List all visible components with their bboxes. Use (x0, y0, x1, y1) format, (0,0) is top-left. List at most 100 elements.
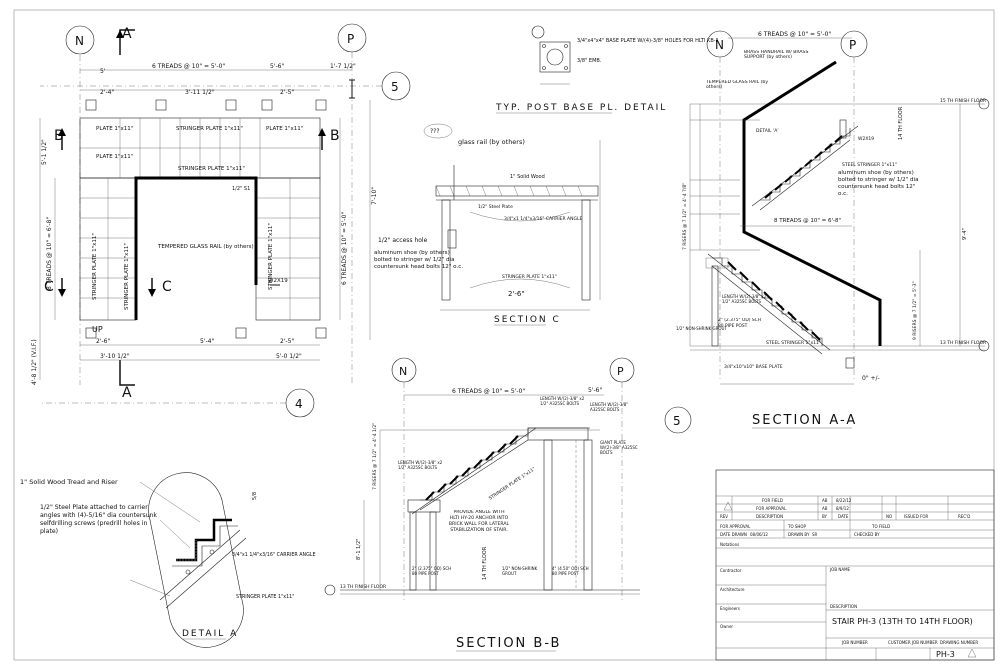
section-aa-treads-top: 6 TREADS @ 10" = 5'-0" (758, 31, 831, 38)
post-base-detail: 3/4"x4"x4" BASE PLATE W/(4)-3/8" HOLES F… (495, 25, 719, 114)
rev-row-1-desc: FOR FIELD (762, 498, 783, 503)
plan-dim-3-11: 3'-11 1/2" (185, 89, 215, 96)
tb-drawn-by-label: DRAWN BY (788, 532, 810, 537)
plan-dim-2-4: 2'-4" (100, 89, 114, 96)
section-aa-handrail (742, 60, 882, 346)
section-c-steel-plate: 1/2" Steel Plate (478, 204, 513, 210)
section-bb-stringer: STRINGER PLATE 1"x11" (488, 466, 537, 502)
rev-col-issued: ISSUED FOR (904, 514, 929, 519)
section-aa-lag-wrap: LENGTH W/(2)-3/8" x2 1/2" A325SC BOLTS (722, 294, 766, 304)
section-bb-stab-wrap: PROVIDE ANGLE WITH HLTI HY-20 ANCHOR INT… (449, 510, 509, 533)
section-c: ??? glass rail (by others) 1" Solid Wood… (374, 123, 601, 326)
section-bb-pipe2: 4" (4.50" OD) SCH 80 PIPE POST (552, 566, 589, 576)
section-c-glass-rail: glass rail (by others) (458, 138, 525, 146)
detail-a-title: DETAIL A (182, 629, 238, 639)
section-aa-floor-15: 15 TH FINISH FLOOR (940, 98, 986, 104)
section-mark-a-top: A (122, 26, 132, 42)
section-bb-floor-13: 13 TH FINISH FLOOR (340, 584, 386, 590)
section-aa-bubble-n: N (715, 38, 724, 52)
detail-a-angle: 3/4"x1 1/4"x3/16" CARRIER ANGLE (232, 552, 316, 558)
section-c-stringer: STRINGER PLATE 1"x11" (502, 274, 557, 280)
grid-bubble-p-label: P (347, 32, 354, 46)
section-bb-bolts3: LENGTH W/(2)-3/8" A325SC BOLTS (590, 402, 629, 412)
section-aa-risers-left: 7 RISERS @ 7 1/2" = 4'-4 7/8" (682, 183, 688, 250)
section-bb-pipe1: 2" (2.375" OD) SCH 80 PIPE POST (412, 566, 452, 576)
detail-a: 1" Solid Wood Tread and Riser 1/2" Steel… (20, 472, 316, 648)
section-c-wood: 1" Solid Wood (510, 174, 545, 180)
sheet-border (13, 9, 995, 661)
stair-plan: N P 5 4 A A B B C C (31, 23, 411, 418)
plan-dim-5-0: 5'-0 1/2" (276, 353, 302, 360)
detail-a-wood: 1" Solid Wood Tread and Riser (20, 478, 118, 486)
rev-row-2-date: 8/9/12 (836, 506, 849, 511)
rev-col-no: NO (886, 514, 892, 519)
section-b-b: N P 13 TH FINISH FLOOR 14 TH FLOOR 6 TRE… (324, 357, 640, 652)
section-aa-pipe-wrap: 2" (2.375" OD) SCH 80 PIPE POST (718, 318, 762, 329)
section-aa-treads-mid: 8 TREADS @ 10" = 6'-8" (774, 218, 841, 224)
section-c-carrier: 3/4"x1 1/4"x3/16" CARRIER ANGLE (504, 216, 582, 222)
tb-checked-by: CHECKED BY (854, 532, 880, 537)
tb-drawn-by: SR (812, 532, 818, 537)
section-aa-shoe-note: aluminum shoe (by others) bolted to stri… (838, 170, 919, 197)
plan-treads-right: 6 TREADS @ 10" = 5'-0" (341, 212, 348, 285)
section-c-shoe-note-wrap: aluminum shoe (by others) bolted to stri… (374, 250, 464, 270)
section-bb-bolts-wrap: LENGTH W/(2)-3/8" x2 1/2" A325SC BOLTS (398, 460, 442, 470)
plan-dim-3-10: 3'-10 1/2" (100, 353, 130, 360)
section-bb-grout-wrap: 1/2" NON-SHRINK GROUT (502, 566, 538, 576)
section-aa-grout: 1/2" NON-SHRINK GROUT (676, 326, 727, 331)
plan-w2x19: W2X19 (268, 278, 288, 284)
tb-description-label: DESCRIPTION (830, 604, 857, 609)
plan-detail-ref: 1/2" S1 (232, 186, 250, 192)
section-mark-a-bottom: A (122, 385, 132, 401)
rev-col-by: BY (822, 514, 828, 519)
tb-notations: Notations (720, 542, 739, 547)
rev-row-1-date: 8/22/12 (836, 498, 852, 503)
section-aa-handrail-note-wrap: BRASS HANDRAIL W/ BRASS SUPPORT (by othe… (744, 50, 808, 60)
plan-plate-2: PLATE 1"x11" (96, 154, 133, 160)
plan-up: UP (92, 325, 103, 334)
plan-glass-rail (134, 176, 258, 320)
section-bb-grout: 1/2" NON-SHRINK GROUT (502, 566, 538, 576)
detail-a-stringer: STRINGER PLATE 1"x11" (236, 594, 294, 600)
section-aa-stringer: STEEL STRINGER 1"x11" (842, 162, 897, 168)
plan-dim-5-1: 5'-1 1/2" (41, 139, 48, 165)
section-bb-bubble-p: P (617, 365, 624, 378)
section-bb-pipe1-wrap: 2" (2.375" OD) SCH 80 PIPE POST (412, 566, 452, 576)
section-mark-c-right: C (162, 279, 172, 295)
tb-contractor: Contractor (720, 568, 742, 573)
tb-architecture: Architecture (720, 587, 745, 592)
post-detail-note1: 3/4"x4"x4" BASE PLATE W/(4)-3/8" HOLES F… (577, 38, 719, 44)
title-block: FOR FIELD AB 8/22/12 FOR APPROVAL AB 8/9… (715, 469, 995, 661)
section-aa-glass-note-wrap: TEMPERED GLASS RAIL (by others) (706, 80, 769, 91)
section-c-qmark: ??? (430, 128, 440, 135)
section-mark-b-right: B (330, 128, 340, 144)
tb-customer-job: CUSTOMER JOB NUMBER (888, 640, 938, 645)
grid-bubble-n (65, 25, 95, 55)
section-a-a: N P 5 15 TH FINISH FLOOR 13 TH FINISH FL… (664, 30, 990, 434)
plan-stringer-right: STRINGER PLATE 1"x11" (268, 223, 274, 290)
detail-a-dim: 5/8 (252, 492, 258, 500)
post-detail-title: TYP. POST BASE PL. DETAIL (495, 103, 667, 113)
section-aa-risers-right: 9 RISERS @ 7 1/2" = 5'-3" (912, 281, 918, 340)
section-aa-glass-note: TEMPERED GLASS RAIL (by others) (706, 80, 769, 91)
grid-bubble-n-label: N (75, 34, 84, 48)
section-aa-pipe: 2" (2.375" OD) SCH 80 PIPE POST (718, 318, 762, 329)
tb-job-number: JOB NUMBER (841, 640, 868, 645)
post-detail-note2: 3/8" EMB. (577, 58, 602, 64)
rev-col-desc: DESCRIPTION (756, 514, 783, 519)
section-bb-title: SECTION B-B (456, 636, 561, 651)
section-aa-dim-0: 0" +/- (862, 375, 880, 382)
plan-treads-top: 6 TREADS @ 10" = 5'-0" (152, 63, 225, 70)
tb-owner: Owner (720, 624, 733, 629)
plan-plate-1: PLATE 1"x11" (96, 126, 133, 132)
section-c-shoe-note: aluminum shoe (by others) bolted to stri… (374, 250, 464, 270)
section-bb-giant: GIANT PLATE W/(2)-3/8" A325SC BOLTS (600, 440, 638, 455)
section-aa-detail-a: DETAIL 'A' (756, 128, 779, 134)
section-aa-w2x19: W2X19 (858, 136, 874, 142)
tb-sheet-no: PH-3 (936, 650, 955, 659)
plan-dim-5-6: 5'-6" (270, 63, 284, 70)
plan-glass-rail-label: TEMPERED GLASS RAIL (by others) (157, 244, 254, 250)
section-bb-bolts2-wrap: LENGTH W/(2)-3/8" x2 1/2" A325SC BOLTS (540, 396, 584, 406)
plan-plate-3: PLATE 1"x11" (266, 126, 303, 132)
section-bb-pipe2-wrap: 4" (4.50" OD) SCH 80 PIPE POST (552, 566, 589, 576)
